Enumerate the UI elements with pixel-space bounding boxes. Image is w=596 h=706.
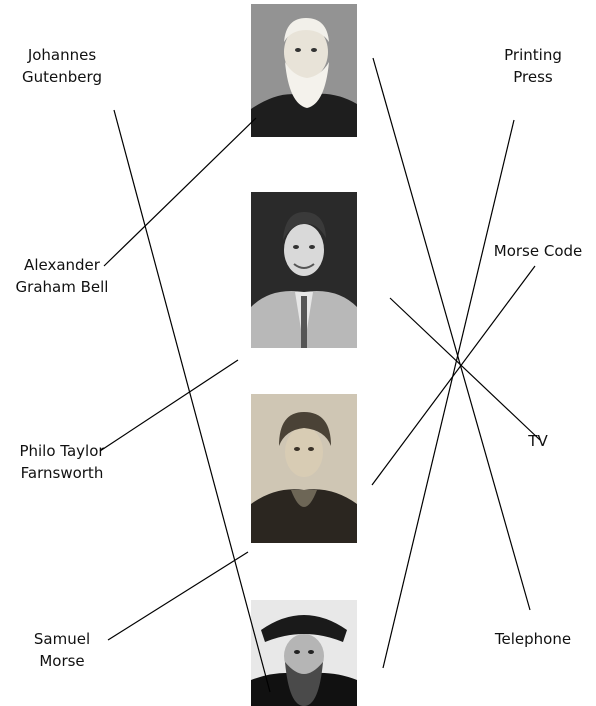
johannes-gutenberg-photo bbox=[251, 600, 357, 706]
person-label-gutenberg: Johannes Gutenberg bbox=[22, 46, 102, 86]
invention-label-tv: TV bbox=[528, 432, 548, 450]
invention-label-printing-press: Printing Press bbox=[504, 46, 562, 86]
connector-line bbox=[113, 109, 271, 693]
connector-line bbox=[372, 57, 531, 611]
connector-line bbox=[382, 119, 515, 669]
person-label-morse: Samuel Morse bbox=[33, 630, 91, 670]
connector-line bbox=[389, 297, 541, 441]
invention-label-morse-code: Morse Code bbox=[493, 242, 583, 260]
philo-farnsworth-photo bbox=[251, 192, 357, 348]
connector-line bbox=[107, 551, 249, 641]
samuel-morse-photo bbox=[251, 394, 357, 543]
invention-label-telephone: Telephone bbox=[494, 630, 572, 648]
connector-line bbox=[371, 265, 536, 486]
person-label-bell: Alexander Graham Bell bbox=[15, 256, 109, 296]
alexander-graham-bell-photo bbox=[251, 4, 357, 137]
person-label-farnsworth: Philo Taylor Farnsworth bbox=[19, 442, 105, 482]
connector-line bbox=[103, 117, 257, 267]
connector-line bbox=[99, 359, 239, 452]
